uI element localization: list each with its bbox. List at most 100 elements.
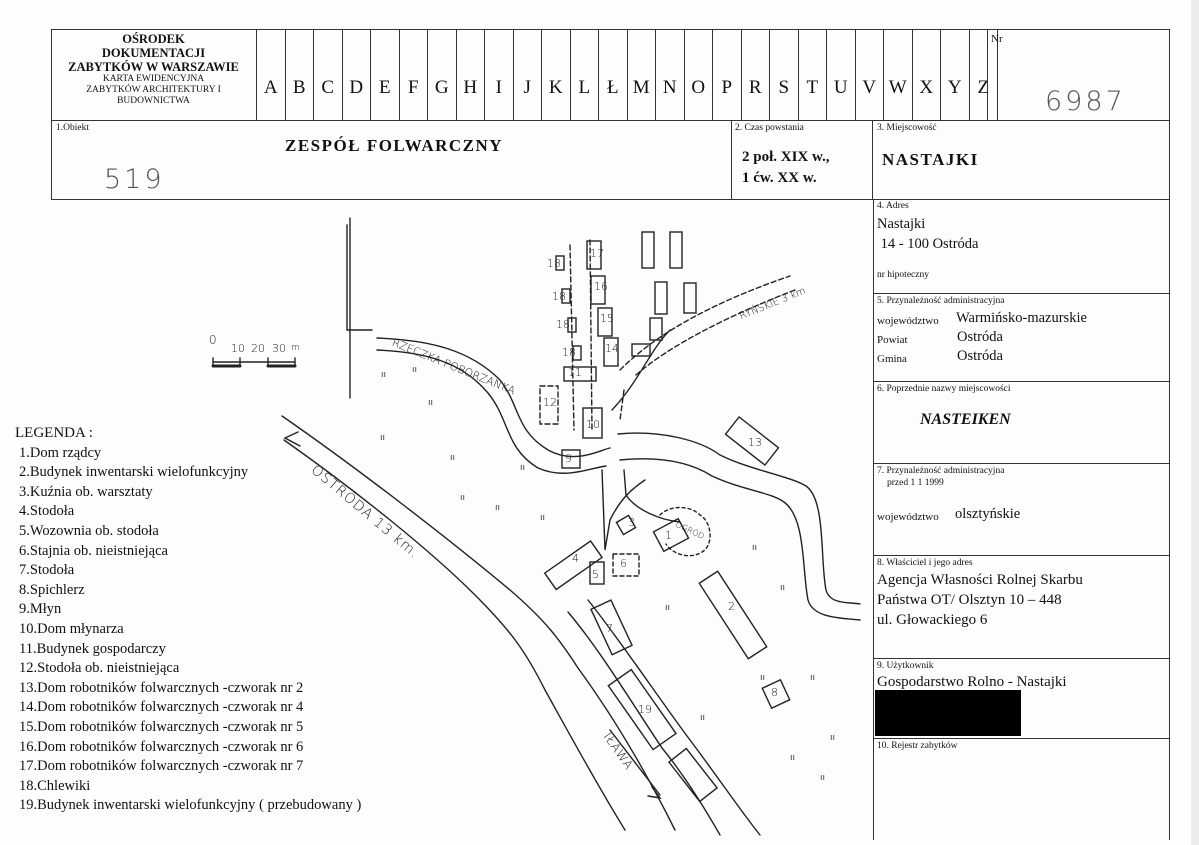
building-number-label: 9 xyxy=(565,452,572,465)
map-building-15 xyxy=(597,307,613,337)
redaction-block xyxy=(875,690,1021,736)
road-ilawa-edge-1 xyxy=(567,611,721,836)
index-letter: D xyxy=(343,29,371,121)
divider xyxy=(873,293,1170,294)
map-building-18 xyxy=(561,288,571,304)
organization-block: OŚRODEK DOKUMENTACJI ZABYTKÓW W WARSZAWI… xyxy=(51,29,257,121)
divider xyxy=(873,738,1170,739)
card-type-line: ZABYTKÓW ARCHITEKTURY I xyxy=(86,85,221,95)
map-building-14 xyxy=(603,337,619,367)
scale-unit: m xyxy=(291,343,300,353)
svg-text:ıı: ıı xyxy=(428,398,433,408)
former-name-value: NASTEIKEN xyxy=(920,411,1011,428)
map-building-5 xyxy=(589,561,605,585)
created-cell xyxy=(731,120,873,200)
building-number-label: 16 xyxy=(594,280,608,293)
legend-item: 5.Wozownia ob. stodoła xyxy=(19,522,159,539)
index-letter: G xyxy=(428,29,457,121)
index-letter: P xyxy=(713,29,742,121)
object-row xyxy=(51,120,1170,200)
road-ostroda-edge-2 xyxy=(283,439,626,831)
svg-text:ıı: ıı xyxy=(380,433,385,443)
index-letter: S xyxy=(770,29,799,121)
owner-line3: ul. Głowackiego 6 xyxy=(877,612,988,628)
index-letter: C xyxy=(314,29,343,121)
county-label: Powiat xyxy=(877,334,908,346)
map-building-17 xyxy=(586,240,602,270)
legend-item: 7.Stodoła xyxy=(19,562,75,579)
building-number-label: 19 xyxy=(638,703,652,716)
index-letter: U xyxy=(827,29,856,121)
divider xyxy=(873,381,1170,382)
user-value: Gospodarstwo Rolno - Nastajki xyxy=(877,674,1067,690)
map-building-11 xyxy=(563,366,597,382)
index-letter: B xyxy=(286,29,314,121)
legend-item: 12.Stodoła ob. nieistniejąca xyxy=(19,660,180,677)
building-number-label: 18 xyxy=(562,346,576,359)
owner-label: 8. Właściciel i jego adres xyxy=(877,558,973,568)
road-ilawa-edge-2 xyxy=(587,599,761,836)
river-lower-bank xyxy=(376,349,607,474)
building-number-label: 18 xyxy=(547,257,561,270)
svg-text:ıı: ıı xyxy=(752,543,757,553)
owner-line1: Agencja Własności Rolnej Skarbu xyxy=(877,572,1083,588)
map-building-18 xyxy=(555,255,565,271)
river-east-bank-1 xyxy=(617,432,861,605)
map-building-3 xyxy=(615,514,637,536)
register-label: 10. Rejestr zabytków xyxy=(877,741,958,751)
svg-text:ıı: ıı xyxy=(820,773,825,783)
building-number-label: 12 xyxy=(543,396,557,409)
index-letter: A xyxy=(257,29,286,121)
central-lane-1 xyxy=(601,469,646,551)
admin-before-label: 7. Przynależność administracyjna xyxy=(877,466,1005,476)
index-letter: R xyxy=(742,29,770,121)
building-number-label: 18 xyxy=(552,290,566,303)
legend-item: 16.Dom robotników folwarcznych -czworak … xyxy=(19,738,304,755)
index-letter: J xyxy=(514,29,542,121)
divider xyxy=(873,555,1170,556)
building-number-label: 1 xyxy=(665,529,672,542)
address-line1: Nastajki xyxy=(877,216,926,232)
svg-text:ıı: ıı xyxy=(450,453,455,463)
legend-item: 19.Budynek inwentarski wielofunkcyjny ( … xyxy=(19,797,362,814)
index-letter: K xyxy=(542,29,571,121)
mortgage-label: nr hipoteczny xyxy=(877,270,929,280)
legend-item: 17.Dom robotników folwarcznych -czworak … xyxy=(19,758,304,775)
address-label: 4. Adres xyxy=(877,201,909,211)
voivodeship-before-label: województwo xyxy=(877,511,939,523)
object-name: ZESPÓŁ FOLWARCZNY xyxy=(285,136,504,155)
map-building-13 xyxy=(724,415,780,467)
central-lane-2 xyxy=(623,469,681,523)
building-number-label: 8 xyxy=(771,686,778,699)
user-label: 9. Użytkownik xyxy=(877,661,934,671)
commune-value: Ostróda xyxy=(957,348,1003,364)
commune-label: Gmina xyxy=(877,353,907,365)
county-value: Ostróda xyxy=(957,329,1003,345)
svg-text:ıı: ıı xyxy=(780,583,785,593)
building-number-label: 13 xyxy=(748,436,762,449)
river-east-bank-2 xyxy=(619,458,861,621)
legend-item: 15.Dom robotników folwarcznych -czworak … xyxy=(19,718,304,735)
locality-name: NASTAJKI xyxy=(882,150,979,169)
building-number-label: 2 xyxy=(728,600,735,613)
index-letter: V xyxy=(856,29,884,121)
svg-text:ıı: ıı xyxy=(760,673,765,683)
map-building-7 xyxy=(590,599,633,656)
svg-text:ıı: ıı xyxy=(460,493,465,503)
legend-item: 2.Budynek inwentarski wielofunkcyjny xyxy=(19,464,249,481)
building-number-label: 5 xyxy=(592,568,599,581)
voivodeship-value: Warmińsko-mazurskie xyxy=(956,310,1087,326)
index-letter: Z xyxy=(970,29,998,121)
legend-item: 6.Stajnia ob. nieistniejąca xyxy=(19,542,168,559)
handwritten-object-number: 519 xyxy=(104,164,165,195)
divider xyxy=(873,463,1170,464)
index-letter: I xyxy=(485,29,514,121)
map-building-16 xyxy=(590,275,606,305)
index-letter: F xyxy=(400,29,428,121)
scale-zero: 0 xyxy=(209,333,217,347)
index-letter: E xyxy=(371,29,400,121)
svg-text:ıı: ıı xyxy=(665,603,670,613)
building-number-label: 18 xyxy=(556,318,570,331)
handwritten-card-number: 6987 xyxy=(1045,86,1126,117)
created-label: 2. Czas powstania xyxy=(735,123,804,133)
